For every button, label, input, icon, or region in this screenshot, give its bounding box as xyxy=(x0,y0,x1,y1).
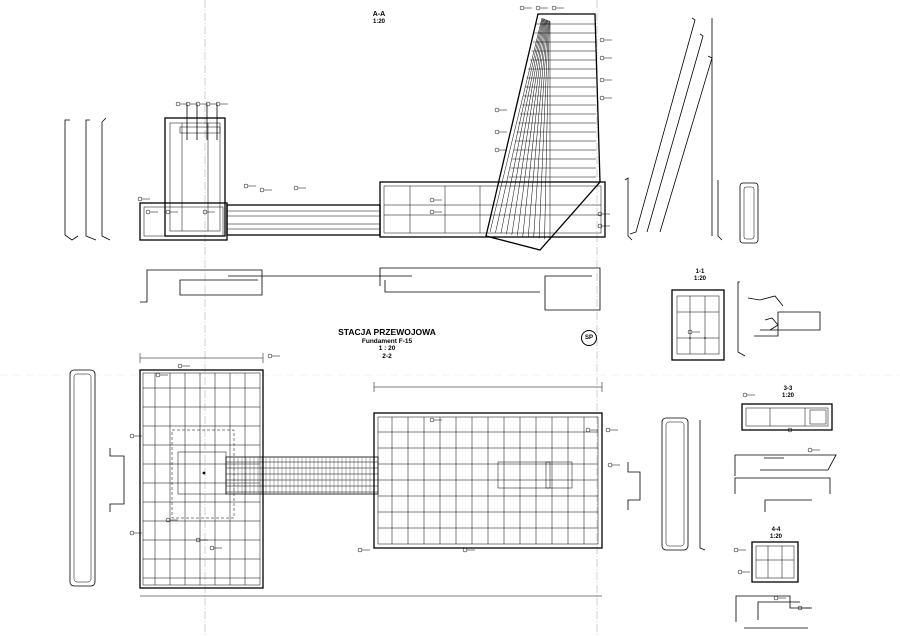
section-aa-elevation xyxy=(139,13,606,251)
bar-mark-callouts xyxy=(129,5,820,611)
drawing-title: STACJA PRZEWOJOWA xyxy=(338,327,436,337)
sp-badge: SP xyxy=(581,330,597,346)
section-33-title: 3-3 1:20 xyxy=(776,386,800,400)
section-aa-name: A-A xyxy=(372,11,386,18)
section-44 xyxy=(735,541,812,629)
section-44-name: 4-4 xyxy=(771,527,781,533)
section-44-scale: 1:20 xyxy=(769,533,782,540)
drawing-scale: 1 : 20 xyxy=(378,345,396,353)
section-aa-title: A-A 1:20 xyxy=(366,11,392,26)
section-33-scale: 1:20 xyxy=(781,392,794,399)
bar-schedule-left-bottom xyxy=(69,369,125,587)
section-aa-scale: 1:20 xyxy=(372,19,385,26)
bar-schedule-left-top xyxy=(64,117,111,241)
bar-schedule-inclined xyxy=(624,17,759,244)
section-22-plan xyxy=(139,353,603,597)
section-44-title: 4-4 1:20 xyxy=(764,527,788,541)
section-33 xyxy=(734,403,837,512)
section-22-name: 2-2 xyxy=(382,352,392,360)
section-11-scale: 1:20 xyxy=(693,275,706,282)
drawing-title-block: STACJA PRZEWOJOWA Fundament F-15 1 : 20 … xyxy=(332,327,442,360)
section-33-name: 3-3 xyxy=(783,386,793,392)
bar-schedule-aa xyxy=(140,267,601,311)
drawing-subtitle: Fundament F-15 xyxy=(361,337,413,345)
section-11-title: 1-1 1:20 xyxy=(688,269,712,283)
bar-schedule-right-bottom xyxy=(627,417,706,551)
section-11-name: 1-1 xyxy=(695,269,705,275)
section-11 xyxy=(671,281,821,361)
